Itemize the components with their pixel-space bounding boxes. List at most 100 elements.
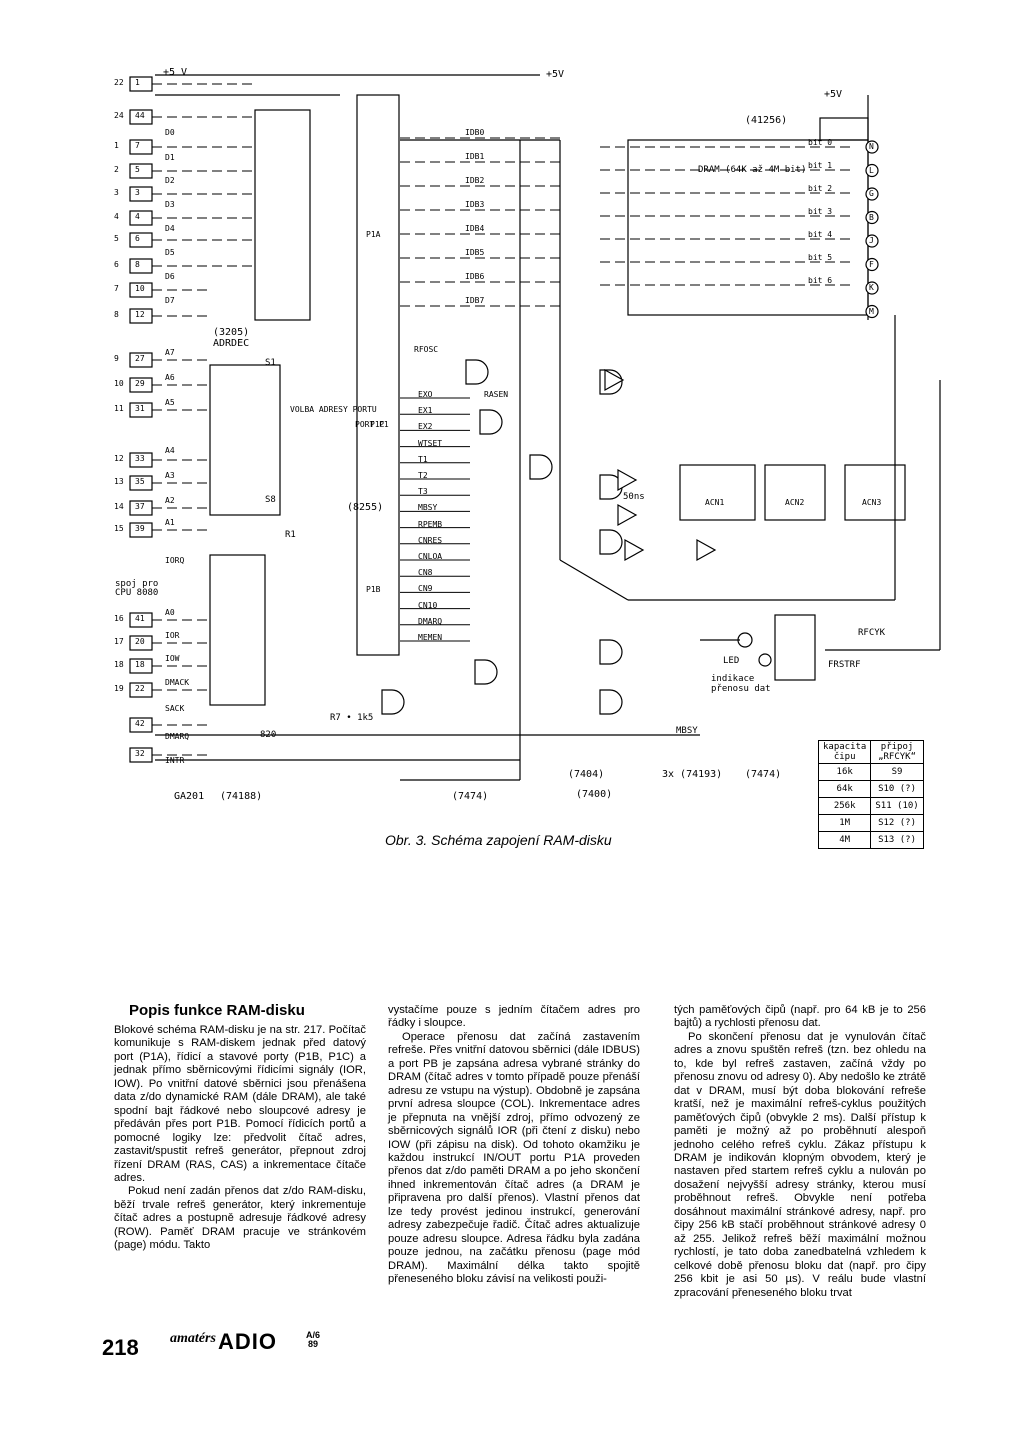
control-label: EX1 xyxy=(418,406,433,416)
supply-bus-label: +5V xyxy=(824,89,843,100)
connector-pin-number: 32 xyxy=(135,749,145,758)
idb-label: IDB0 xyxy=(465,128,485,137)
connector-row-number: 4 xyxy=(114,212,119,221)
page-number: 218 xyxy=(102,1335,139,1360)
bit-label: bit 4 xyxy=(808,230,833,239)
counter-label: ACN3 xyxy=(862,498,882,507)
bit-output-circle xyxy=(865,257,879,272)
table-cell: S12 (?) xyxy=(870,814,924,832)
signal-label-dmarq: DMARQ xyxy=(165,732,190,741)
connector-pin-number: 41 xyxy=(135,614,145,623)
signal-label-d4: D4 xyxy=(165,224,175,233)
paragraph: Pokud není zadán přenos dat z/do RAM-dis… xyxy=(114,1185,366,1252)
control-label: CN8 xyxy=(418,568,433,578)
signal-label-d2: D2 xyxy=(165,176,175,185)
bit-label: bit 0 xyxy=(808,138,833,147)
logic-gate xyxy=(599,689,623,715)
bit-label: bit 6 xyxy=(808,276,833,285)
capacity-table-header: kapacita čipu připoj „RFCYK“ xyxy=(817,740,924,764)
control-label: DMARQ xyxy=(418,616,443,626)
connector-pin-box xyxy=(129,163,153,179)
switch-s1-label: S1 xyxy=(265,358,276,368)
table-header-cell: kapacita čipu xyxy=(817,740,872,764)
signal-label-d7: D7 xyxy=(165,296,175,305)
logic-gate xyxy=(599,639,623,665)
chip-type-label: 3x (74193) xyxy=(662,769,723,780)
signal-label-sack: SACK xyxy=(165,704,185,713)
connector-pin-number: 18 xyxy=(135,660,145,669)
signal-label-intr: INTR xyxy=(165,756,185,765)
dram-desc-label: DRAM (64K až 4M bit) xyxy=(698,165,807,175)
bit-letter: N xyxy=(869,142,874,151)
connector-pin-box xyxy=(129,210,153,226)
bit-output-circle xyxy=(865,234,879,248)
connector-pin-number: 6 xyxy=(135,234,140,243)
idb-label: IDB4 xyxy=(465,224,485,233)
table-cell: 256k xyxy=(817,797,872,815)
connector-pin-number: 35 xyxy=(135,477,145,486)
connector-pin-number: 12 xyxy=(135,310,145,319)
dram-chip-label: (41256) xyxy=(745,115,788,126)
connector-pin-number: 5 xyxy=(135,165,140,174)
connector-pin-box xyxy=(129,186,153,202)
connector-row-number: 15 xyxy=(114,524,124,533)
signal-label-a7: A7 xyxy=(165,348,175,357)
table-cell: 4M xyxy=(817,831,872,849)
bit-label: bit 2 xyxy=(808,184,833,193)
schematic-figure: +5 V +5V +5V (41256) DRAM (64K až 4M bit… xyxy=(114,68,941,849)
port-label: P1B xyxy=(366,585,381,594)
paragraph: Blokové schéma RAM-disku je na str. 217.… xyxy=(114,1024,366,1184)
control-label: RPEMB xyxy=(418,519,443,529)
signal-label-a6: A6 xyxy=(165,373,175,382)
connector-pin-number: 44 xyxy=(135,111,145,120)
port-chip-label: (8255) xyxy=(347,502,384,513)
signal-label-d0: D0 xyxy=(165,128,175,137)
connector-row-number: 1 xyxy=(114,141,119,150)
table-cell: 1M xyxy=(817,814,872,832)
connector-row-number: 5 xyxy=(114,234,119,243)
signal-label-d1: D1 xyxy=(165,153,175,162)
led-label: LED xyxy=(723,656,740,666)
control-label: CNLOA xyxy=(418,552,443,561)
table-cell: S11 (10) xyxy=(870,797,924,815)
connector-pin-box xyxy=(129,139,153,155)
idb-label: IDB7 xyxy=(465,296,485,305)
table-cell: 64k xyxy=(817,780,872,798)
figure-caption: Obr. 3. Schéma zapojení RAM-disku xyxy=(385,832,612,848)
idb-label: IDB2 xyxy=(465,176,485,185)
chip-type-label: (7400) xyxy=(576,789,613,800)
schematic-drawing xyxy=(129,74,941,781)
signal-label-a3: A3 xyxy=(165,471,175,480)
inverter xyxy=(604,368,625,392)
resistor-r7-label: R7 • 1k5 xyxy=(330,713,374,723)
bit-output-circle xyxy=(865,304,879,319)
connector-pin-number: 7 xyxy=(135,141,140,150)
signal-label-d6: D6 xyxy=(165,272,175,281)
connector-pin-number: 10 xyxy=(135,284,145,293)
signal-label-a2: A2 xyxy=(165,496,175,505)
connector-pin-box xyxy=(129,232,153,248)
connector-pin-number: 1 xyxy=(135,78,140,87)
connector-pin-box xyxy=(129,76,153,92)
signal-label-a0: A0 xyxy=(165,608,175,617)
chip-type-label: (7404) xyxy=(568,769,605,780)
bit-output-circle xyxy=(865,163,879,178)
paragraph: tých paměťových čipů (např. pro 64 kB je… xyxy=(674,1004,926,1030)
chip-type-label: (74188) xyxy=(220,791,263,802)
port-label: P1C xyxy=(370,420,385,429)
inverter xyxy=(624,538,645,562)
signal-label-iorq: IORQ xyxy=(165,556,185,565)
connector-pin-number: 22 xyxy=(135,684,145,693)
control-label: WTSET xyxy=(418,438,443,448)
connector-pin-number: 20 xyxy=(135,637,145,646)
logic-gate xyxy=(479,409,503,435)
bit-letter: M xyxy=(869,306,874,316)
control-label: EX2 xyxy=(418,422,433,432)
control-label: MEMEN xyxy=(418,633,443,642)
connector-row-number: 19 xyxy=(114,684,124,693)
bit-output-circle xyxy=(865,210,879,225)
magazine-name-logo: ADIO xyxy=(218,1329,277,1354)
table-header-cell: připoj „RFCYK“ xyxy=(870,740,924,764)
